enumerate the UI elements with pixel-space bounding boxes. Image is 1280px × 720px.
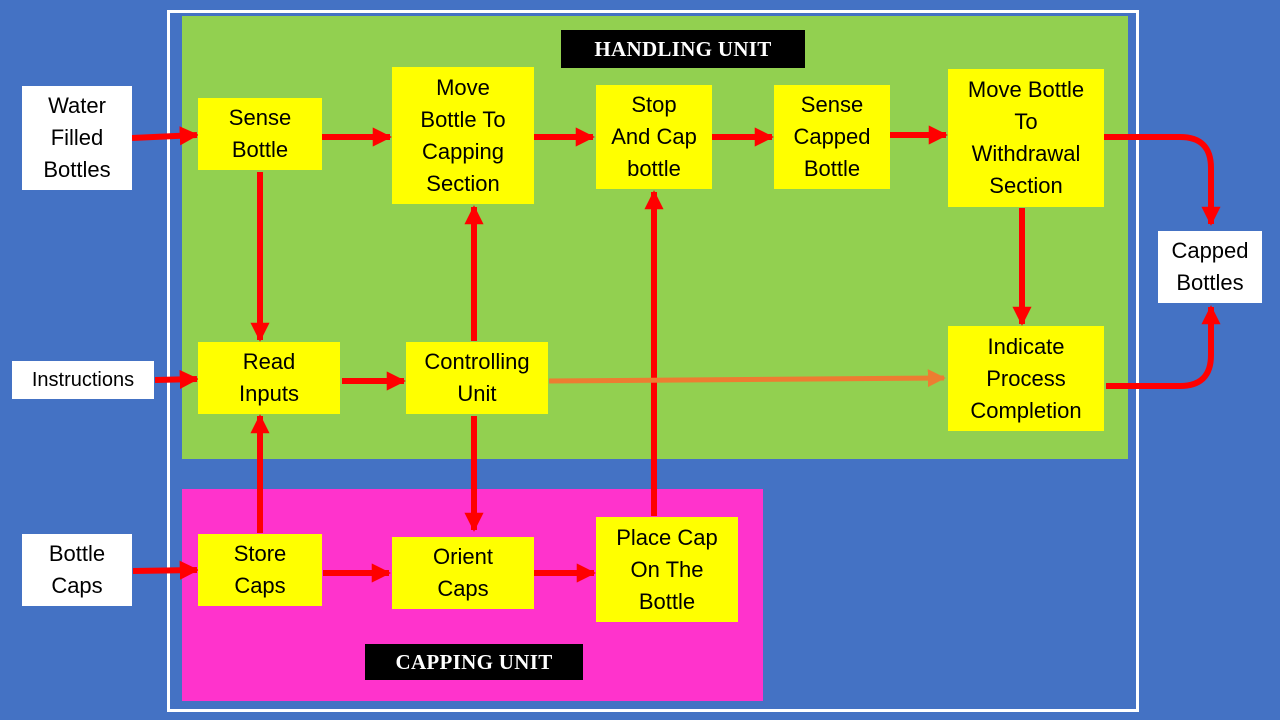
input-water-filled-bottles: Water Filled Bottles <box>22 86 132 190</box>
step-move-bottle-to-capping: Move Bottle To Capping Section <box>392 67 534 204</box>
step-move-bottle-to-withdrawal: Move Bottle To Withdrawal Section <box>948 69 1104 207</box>
step-sense-bottle: Sense Bottle <box>198 98 322 170</box>
step-store-caps: Store Caps <box>198 534 322 606</box>
step-read-inputs: Read Inputs <box>198 342 340 414</box>
step-indicate-process-completion: Indicate Process Completion <box>948 326 1104 431</box>
capping-unit-title: CAPPING UNIT <box>365 644 583 680</box>
handling-unit-title: HANDLING UNIT <box>561 30 805 68</box>
step-place-cap-on-bottle: Place Cap On The Bottle <box>596 517 738 622</box>
step-orient-caps: Orient Caps <box>392 537 534 609</box>
input-bottle-caps: Bottle Caps <box>22 534 132 606</box>
output-capped-bottles: Capped Bottles <box>1158 231 1262 303</box>
step-stop-and-cap-bottle: Stop And Cap bottle <box>596 85 712 189</box>
step-controlling-unit: Controlling Unit <box>406 342 548 414</box>
input-instructions: Instructions <box>12 361 154 399</box>
step-sense-capped-bottle: Sense Capped Bottle <box>774 85 890 189</box>
